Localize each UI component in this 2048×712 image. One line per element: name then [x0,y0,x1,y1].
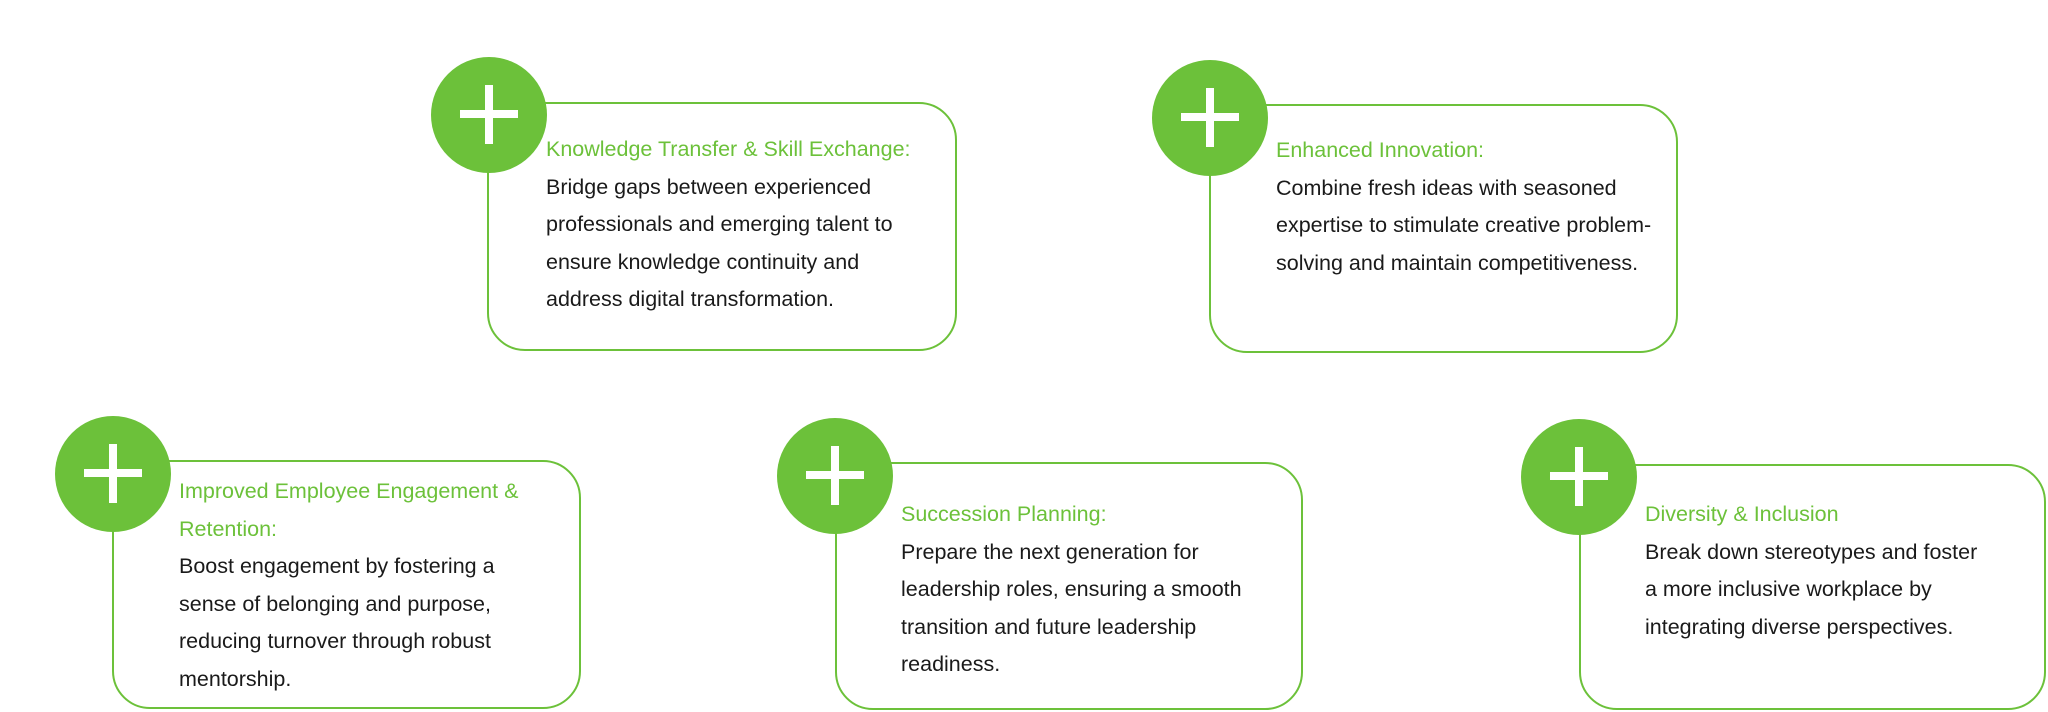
card-frame [487,102,957,351]
card-description: Combine fresh ideas with seasoned expert… [1276,175,1652,275]
card-frame [112,460,581,709]
plus-icon [1152,60,1268,176]
card-description: Bridge gaps between experienced professi… [546,174,893,312]
card-title: Enhanced Innovation: [1276,138,1484,162]
card-frame [1209,104,1678,353]
plus-icon [777,418,893,534]
plus-icon [1521,419,1637,535]
plus-icon [55,416,171,532]
card-frame [835,462,1303,710]
card-frame [1579,464,2046,710]
plus-icon-vertical-bar [485,85,493,144]
card-description: Prepare the next generation for leadersh… [901,539,1242,677]
plus-icon-vertical-bar [1206,88,1214,147]
card-title: Succession Planning: [901,502,1107,526]
plus-icon-vertical-bar [1575,447,1583,506]
plus-icon-vertical-bar [109,444,117,503]
plus-icon-vertical-bar [831,446,839,505]
card-description: Boost engagement by fostering a sense of… [179,554,495,691]
card-title: Knowledge Transfer & Skill Exchange: [546,137,911,161]
plus-icon [431,57,547,173]
card-title: Improved Employee Engagement & Retention… [179,479,519,541]
card-title: Diversity & Inclusion [1645,502,1839,526]
card-description: Break down stereotypes and foster a more… [1645,539,1978,639]
